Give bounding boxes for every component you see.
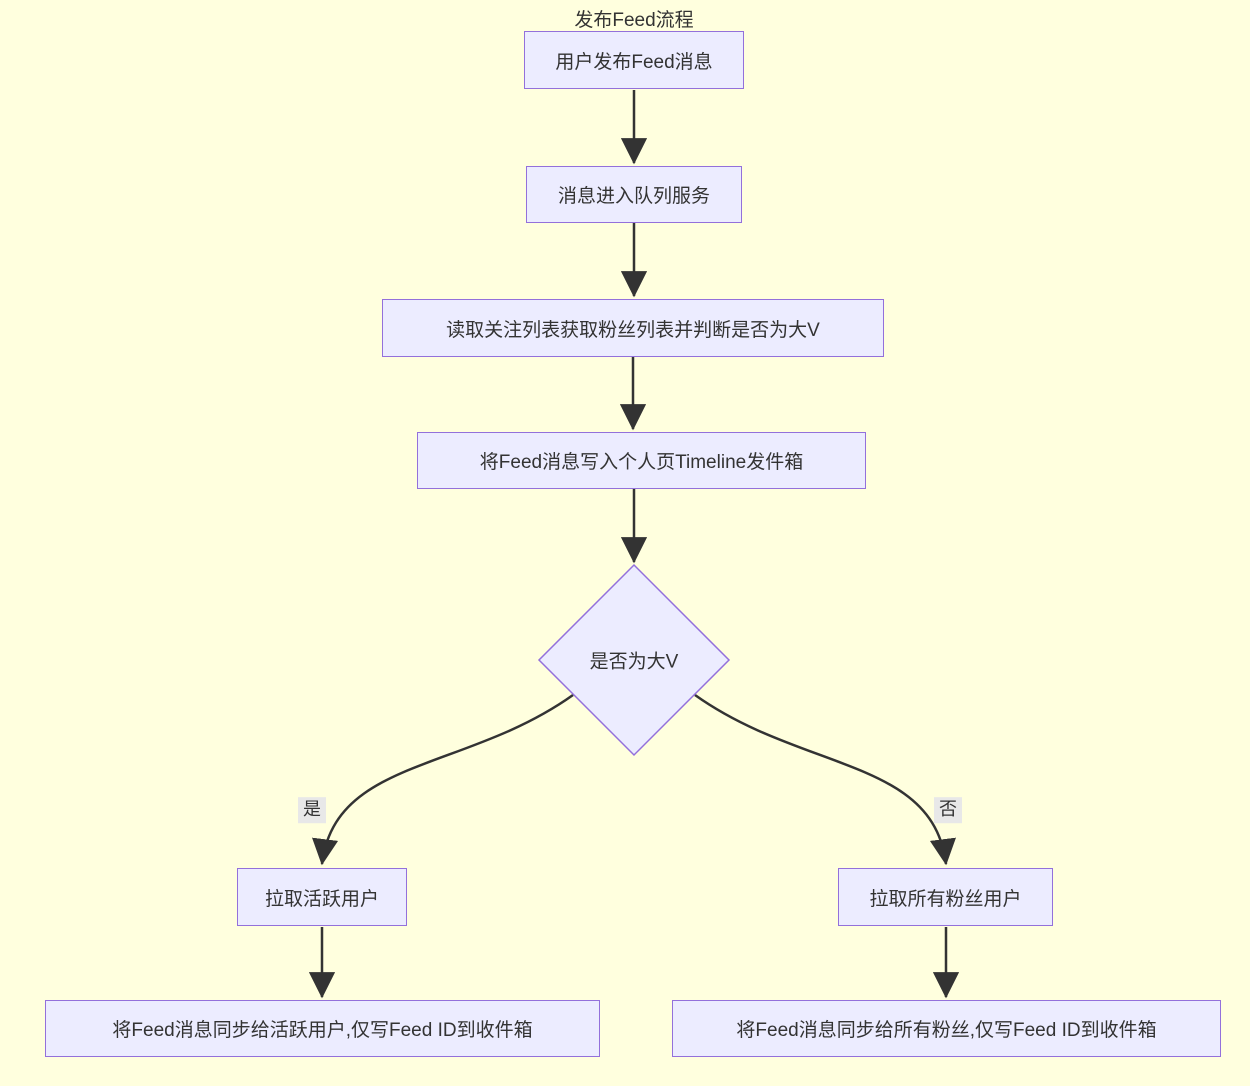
edge-label-no: 否 [934, 797, 962, 823]
edge-decision-no-to-pull-all-fans [694, 693, 956, 866]
node-user-publish-feed: 用户发布Feed消息 [524, 31, 744, 89]
node-pull-active-users: 拉取活跃用户 [237, 868, 407, 926]
decision-is-bigv-label: 是否为大V [589, 651, 679, 673]
node-sync-all-fans: 将Feed消息同步给所有粉丝,仅写Feed ID到收件箱 [672, 1000, 1221, 1057]
node-pull-all-fans: 拉取所有粉丝用户 [838, 868, 1053, 926]
node-message-queue-service: 消息进入队列服务 [526, 166, 742, 223]
edge-decision-yes-to-pull-active [312, 693, 574, 866]
node-write-timeline-outbox: 将Feed消息写入个人页Timeline发件箱 [417, 432, 866, 489]
diagram-title: 发布Feed流程 [574, 10, 694, 31]
node-sync-active-users: 将Feed消息同步给活跃用户,仅写Feed ID到收件箱 [45, 1000, 600, 1057]
node-read-follow-list: 读取关注列表获取粉丝列表并判断是否为大V [382, 299, 884, 357]
edge-label-yes: 是 [298, 797, 326, 823]
decision-diamond-shape [537, 563, 731, 757]
